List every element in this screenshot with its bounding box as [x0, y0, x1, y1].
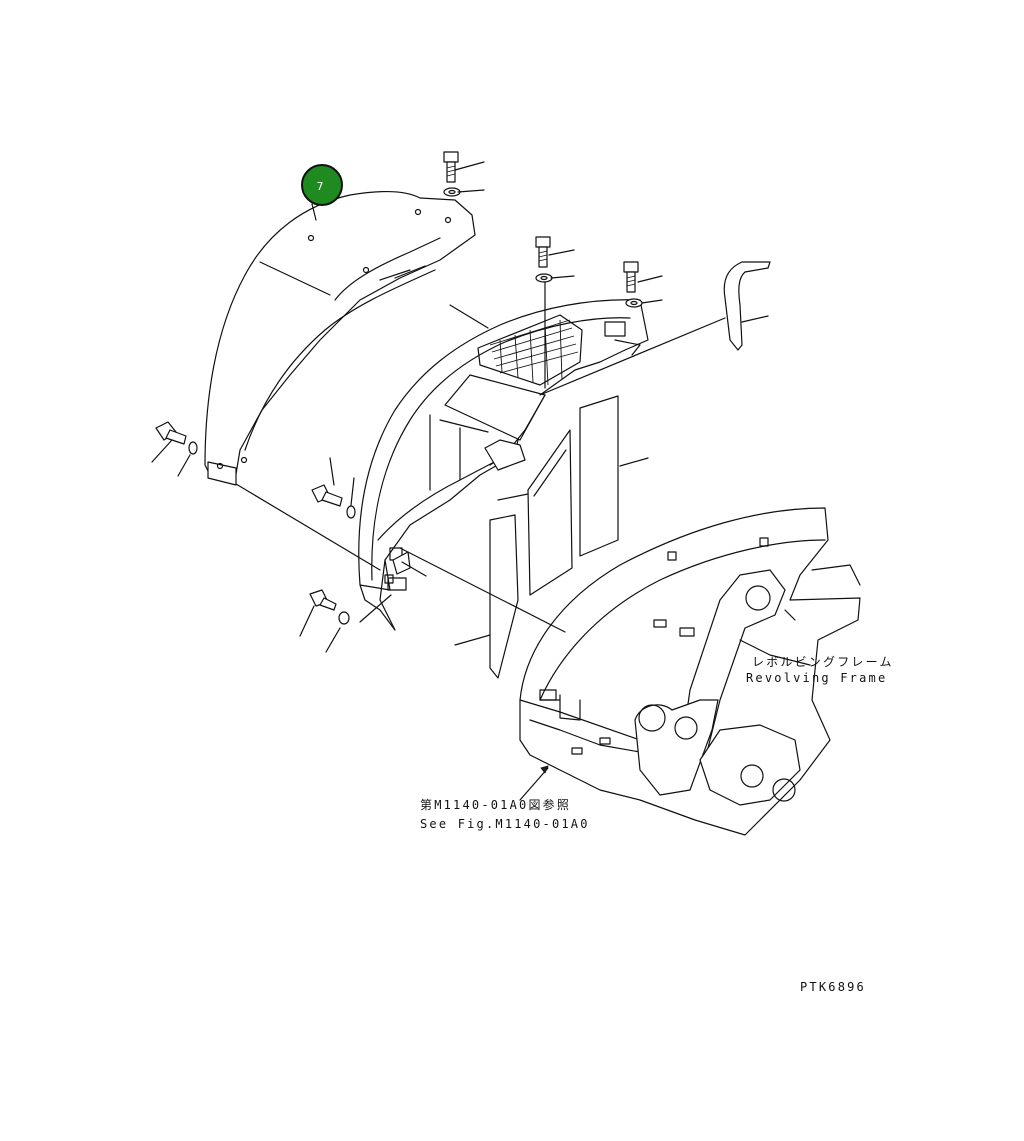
fender-cover — [358, 299, 649, 631]
callout-leader — [311, 203, 317, 221]
drawing-code: PTK6896 — [800, 980, 866, 994]
leader-lines — [151, 161, 796, 801]
see-fig-label-jp: 第M1140-01A0図参照 — [420, 798, 572, 812]
see-fig-label-en: See Fig.M1140-01A0 — [420, 817, 590, 831]
frame-label-en: Revolving Frame — [746, 671, 888, 685]
seal-strip — [723, 261, 771, 351]
revolving-frame — [519, 507, 861, 836]
filter-panels — [489, 395, 619, 679]
callout-number: 7 — [316, 179, 324, 193]
part-callout-7[interactable]: 7 — [301, 164, 343, 206]
hardware — [155, 151, 643, 625]
frame-label-jp: レボルビングフレーム — [752, 655, 894, 669]
